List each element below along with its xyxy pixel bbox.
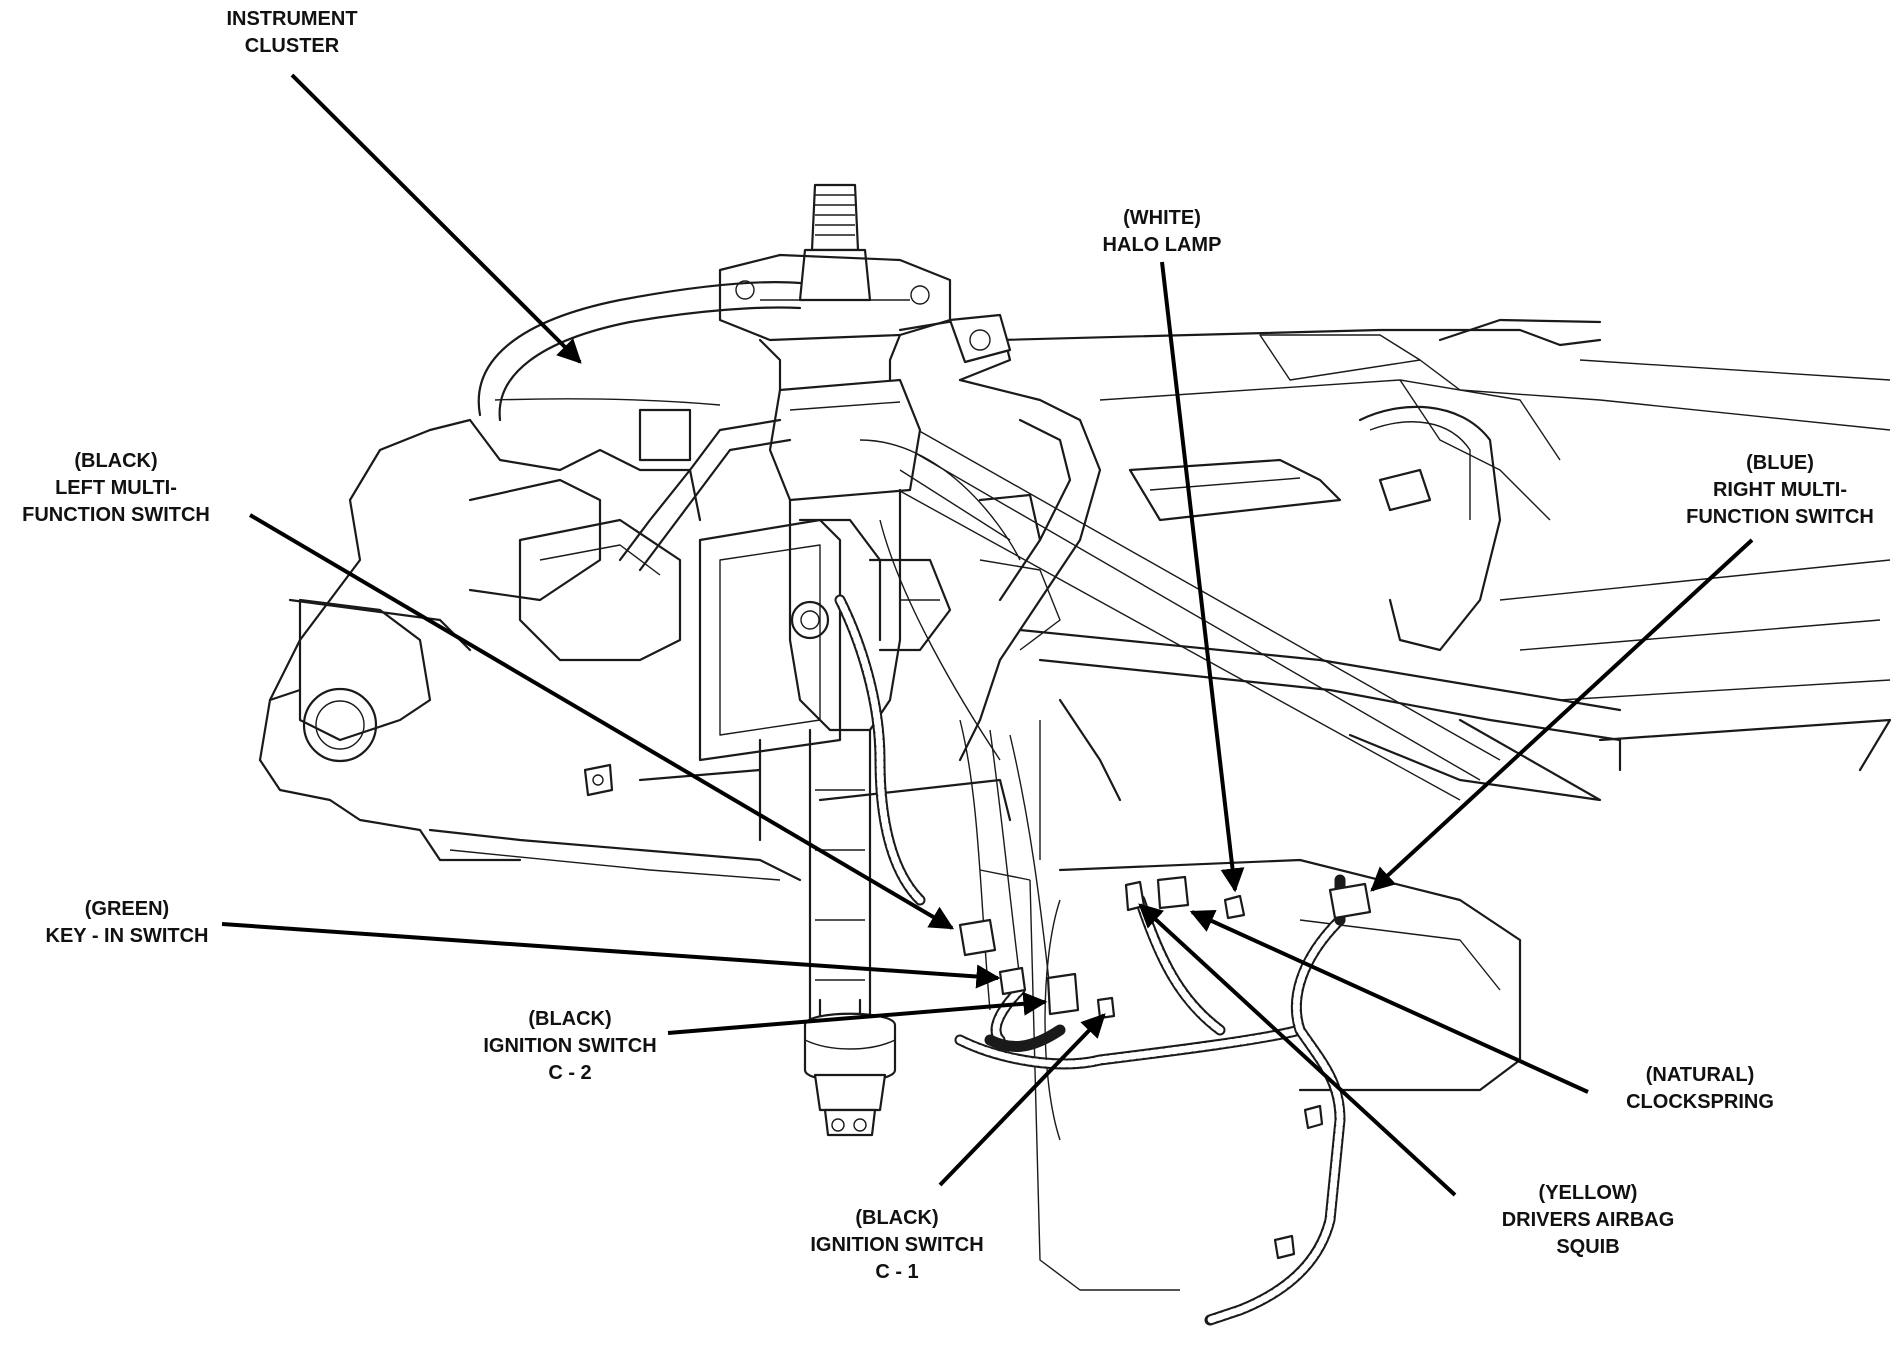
leader-left-mfs xyxy=(248,513,955,930)
left-mfs-connector xyxy=(958,918,997,957)
label-line: IGNITION SWITCH xyxy=(483,1035,657,1057)
leader-ign-c1 xyxy=(938,1013,1106,1187)
wiring-harness-drawing xyxy=(834,519,1372,1326)
label-line: CLUSTER xyxy=(244,35,340,57)
label-right-multi-function-switch: (BLUE) RIGHT MULTI- FUNCTION SWITCH xyxy=(1686,450,1874,531)
leader-clockspring xyxy=(1189,910,1589,1094)
label-line: (NATURAL) xyxy=(1645,1064,1755,1086)
label-line: SQUIB xyxy=(1556,1236,1620,1258)
leader-ign-c2 xyxy=(667,991,1048,1035)
label-line: DRIVERS AIRBAG xyxy=(1501,1209,1675,1231)
label-line: IGNITION SWITCH xyxy=(810,1234,984,1256)
leader-key-in xyxy=(221,922,1001,989)
ign-c1-connector xyxy=(1096,996,1116,1020)
label-clockspring: (NATURAL) CLOCKSPRING xyxy=(1626,1062,1774,1116)
label-ignition-switch-c1: (BLACK) IGNITION SWITCH C - 1 xyxy=(810,1205,983,1286)
leader-right-mfs xyxy=(1370,538,1754,892)
instrument-panel-drawing xyxy=(258,281,1892,1291)
label-line: LEFT MULTI- xyxy=(55,477,177,499)
label-line: C - 2 xyxy=(548,1062,592,1084)
label-line: FUNCTION SWITCH xyxy=(1686,506,1874,528)
right-mfs-connector xyxy=(1328,882,1372,920)
label-drivers-airbag-squib: (YELLOW) DRIVERS AIRBAG SQUIB xyxy=(1502,1180,1675,1261)
label-line: CLOCKSPRING xyxy=(1626,1091,1774,1113)
leader-lines xyxy=(221,73,1754,1197)
label-line: (GREEN) xyxy=(84,898,170,920)
label-instrument-cluster: INSTRUMENT CLUSTER xyxy=(226,6,357,60)
label-line: FUNCTION SWITCH xyxy=(22,504,210,526)
label-line: KEY - IN SWITCH xyxy=(45,925,209,947)
leader-instrument-cluster xyxy=(290,73,582,364)
label-line: (BLACK) xyxy=(855,1207,939,1229)
label-left-multi-function-switch: (BLACK) LEFT MULTI- FUNCTION SWITCH xyxy=(22,448,210,529)
key-in-connector xyxy=(998,966,1027,996)
ign-c2-connector xyxy=(1046,972,1080,1016)
label-line: RIGHT MULTI- xyxy=(1712,479,1848,501)
halo-lamp-connector xyxy=(1223,894,1246,920)
label-line: (BLUE) xyxy=(1746,452,1814,474)
label-line: (YELLOW) xyxy=(1538,1182,1638,1204)
label-ignition-switch-c2: (BLACK) IGNITION SWITCH C - 2 xyxy=(483,1006,656,1087)
label-line: (WHITE) xyxy=(1123,207,1201,229)
label-line: C - 1 xyxy=(875,1261,919,1283)
leader-halo-lamp xyxy=(1160,261,1245,893)
label-line: HALO LAMP xyxy=(1102,234,1222,256)
label-key-in-switch: (GREEN) KEY - IN SWITCH xyxy=(46,896,209,950)
label-line: (BLACK) xyxy=(74,450,158,472)
label-halo-lamp: (WHITE) HALO LAMP xyxy=(1103,205,1222,259)
clockspring-connector xyxy=(1156,875,1190,910)
label-line: INSTRUMENT xyxy=(226,8,358,30)
label-line: (BLACK) xyxy=(528,1008,612,1030)
leader-airbag-squib xyxy=(1138,903,1457,1197)
steering-column-drawing xyxy=(618,183,1042,1137)
